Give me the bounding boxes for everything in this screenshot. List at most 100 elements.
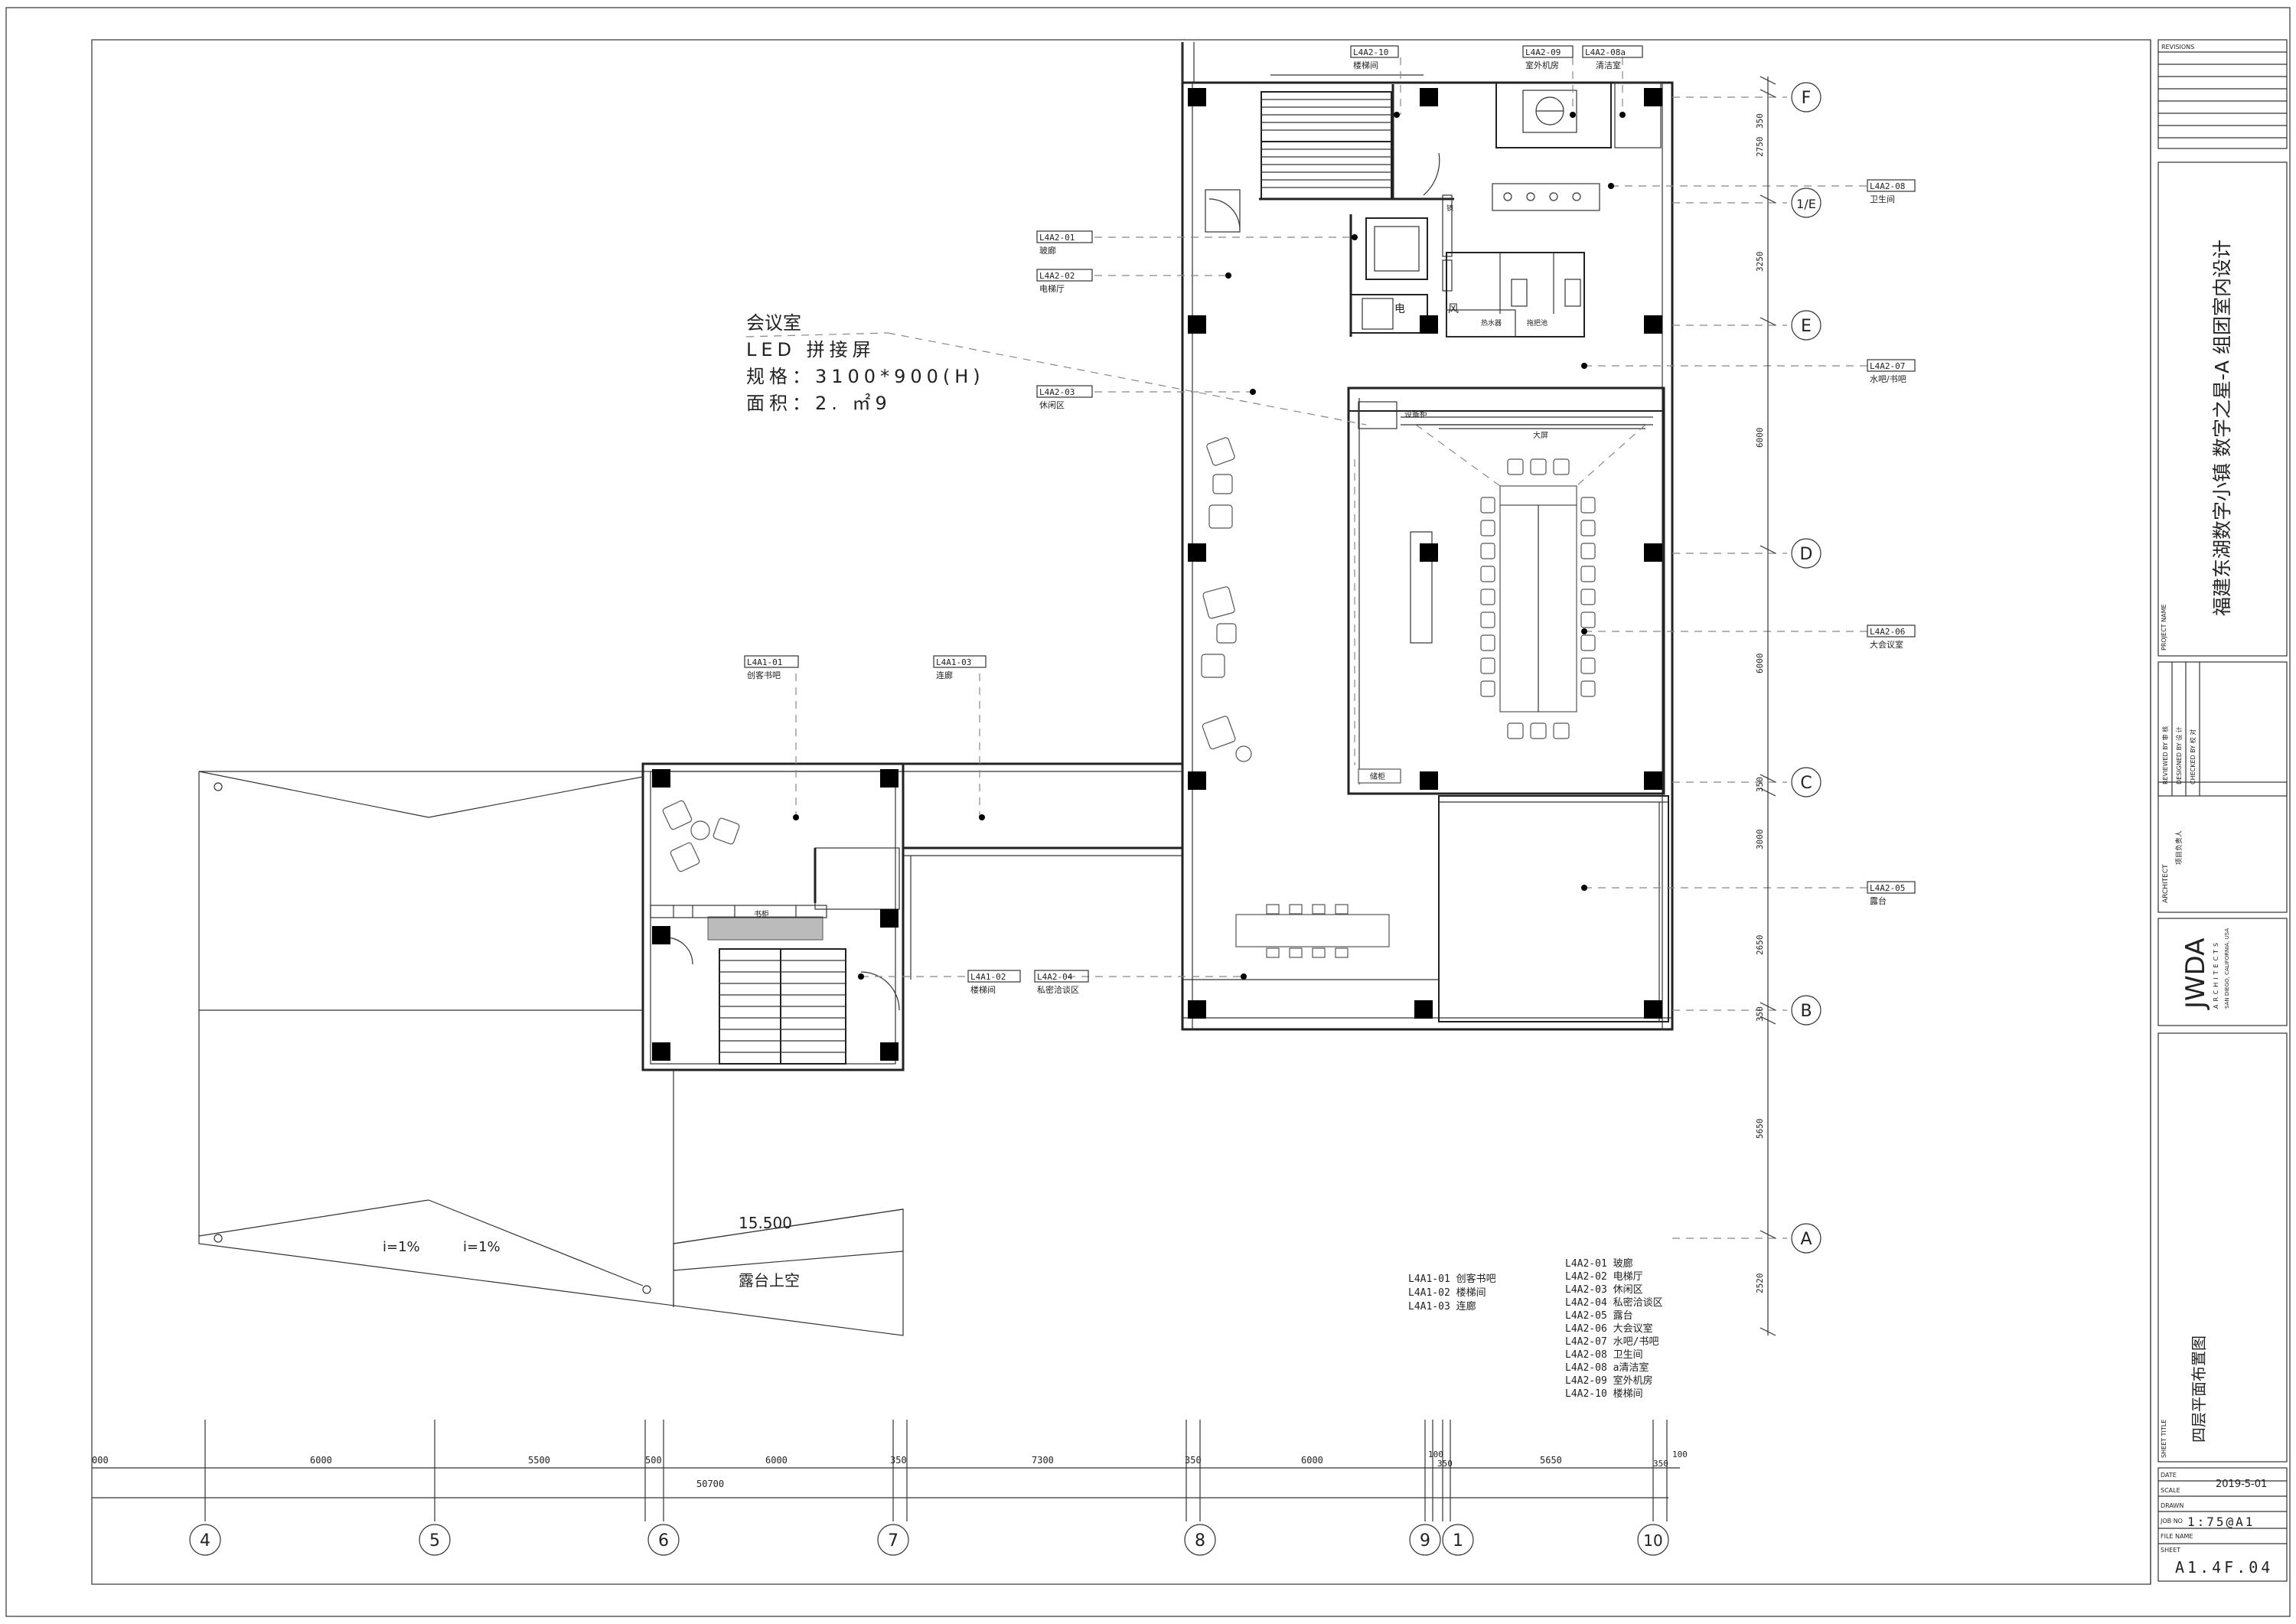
dimension-label: 7300	[1032, 1455, 1054, 1466]
drawn-label: DRAWN	[2161, 1502, 2183, 1509]
grid-bubble-label: 6	[658, 1531, 669, 1551]
grid-bubble-label: 4	[200, 1531, 210, 1551]
firm-location: SAN DIEGO, CALIFORNIA, USA	[2224, 928, 2230, 1009]
grid-bubble-label: C	[1800, 774, 1812, 793]
firm-subtitle: ARCHITECTS	[2213, 940, 2219, 1009]
legend-item: L4A2-06 大会议室	[1565, 1322, 1653, 1335]
grid-bubble: D	[1791, 538, 1821, 569]
room-tag-name: 卫生间	[1870, 194, 1895, 204]
legend-item: L4A2-01 玻廊	[1565, 1257, 1633, 1270]
tag-dots	[793, 112, 1626, 980]
legend-right: L4A2-01 玻廊 L4A2-02 电梯厅 L4A2-03 休闲区 L4A2-…	[1565, 1257, 1663, 1400]
room-tag-code: L4A2-03	[1039, 387, 1075, 397]
bottom-grid-bubbles: 4 5 6 7 8 9 1 10	[189, 1524, 1669, 1556]
annotation-line3: 面积：2. ㎡9	[746, 393, 892, 414]
room-tag-name: 大会议室	[1870, 639, 1903, 650]
grid-bubble-label: 8	[1195, 1531, 1205, 1551]
grid-bubble: E	[1791, 310, 1821, 341]
grid-bubble: F	[1791, 82, 1821, 113]
grid-bubble: A	[1791, 1223, 1821, 1254]
grid-bubble-label: E	[1801, 317, 1812, 336]
dimension-label: 6000	[1755, 428, 1765, 448]
architect-label: ARCHITECT	[2162, 864, 2170, 903]
dimension-label: 350	[1185, 1455, 1202, 1466]
grid-bubble-label: 10	[1643, 1531, 1662, 1550]
grid-bubble-label: 9	[1420, 1531, 1430, 1551]
room-tag: L4A1-03 连廊	[933, 655, 987, 680]
firm-logo-text: JWDA	[2180, 938, 2211, 1011]
grid-bubble: B	[1791, 995, 1821, 1026]
grid-bubble-label: 1	[1453, 1531, 1463, 1551]
screen-label: 大屏	[1533, 430, 1548, 440]
grid-bubble-label: B	[1800, 1002, 1812, 1021]
title-block-text: REVISIONS PROJECT NAME 福建东湖数字小镇 数字之星-A 组…	[2160, 44, 2273, 1577]
dimension-label: 000	[92, 1455, 109, 1466]
meeting-room-chairs	[1480, 458, 1596, 739]
plan-labels: 露台上空 15.500 i=1% i=1% 电 风 设备柜 大屏 储柜 书柜 拖…	[383, 204, 1548, 1290]
terrace-void-label: 露台上空	[739, 1271, 800, 1290]
dimension-label: 6000	[1755, 654, 1765, 674]
room-tag-name: 创客书吧	[747, 670, 781, 680]
equipment-label: 设备柜	[1404, 409, 1427, 419]
dimension-label: 6000	[310, 1455, 332, 1466]
west-block	[641, 762, 905, 1071]
grid-bubble: 1	[1442, 1524, 1474, 1556]
room-tag-code: L4A2-04	[1037, 972, 1073, 982]
main-building	[1181, 42, 1674, 1031]
grid-bubble: 1/E	[1791, 188, 1821, 218]
grid-bubble-label: 1/E	[1796, 197, 1816, 211]
room-tag-code: L4A2-02	[1039, 271, 1075, 281]
room-tag-name: 室外机房	[1525, 60, 1559, 70]
dimension-label: 3250	[1755, 252, 1765, 272]
room-tag: L4A2-08a 清洁室	[1582, 45, 1643, 70]
dimension-label: 350	[1755, 113, 1765, 129]
room-tag-name: 清洁室	[1596, 60, 1621, 70]
sheet-title-label: SHEET TITLE	[2161, 1420, 2167, 1458]
grid-bubble-label: D	[1800, 545, 1813, 564]
grid-bubble-label: 7	[888, 1531, 899, 1551]
dimension-label: 100	[1428, 1450, 1443, 1459]
date-value: 2019-5-01	[2216, 1479, 2267, 1490]
legend-item: L4A1-01 创客书吧	[1408, 1273, 1496, 1285]
room-tag-code: L4A2-01	[1039, 233, 1075, 243]
right-grid-bubbles: F 1/E E D C B A	[1791, 82, 1821, 1254]
room-tag-code: L4A2-07	[1870, 361, 1905, 371]
annotation-title: 会议室	[746, 312, 801, 334]
sheet-number: A1.4F.04	[2175, 1558, 2273, 1577]
grid-bubble: 8	[1184, 1524, 1216, 1556]
grid-bubble: 10	[1637, 1524, 1669, 1556]
structural-columns	[652, 88, 1662, 1061]
grid-bubble: C	[1791, 767, 1821, 797]
reviewed-by: REVIEWED BY 审 核	[2161, 726, 2169, 784]
mirror-label: 镜	[1446, 204, 1453, 213]
dimension-total: 50700	[696, 1479, 724, 1489]
room-tag-code: L4A1-01	[747, 657, 782, 667]
dimension-label: 350	[890, 1455, 907, 1466]
annotation-line2: 规格：3100*900(H)	[746, 366, 985, 387]
room-tag-name: 楼梯间	[1353, 60, 1378, 70]
dimension-label: 6000	[765, 1455, 788, 1466]
grid-bubble: 4	[189, 1524, 221, 1556]
room-tag-code: L4A2-08a	[1585, 47, 1626, 57]
room-tag-name: 连廊	[936, 670, 953, 680]
job-no-label: JOB NO	[2160, 1518, 2183, 1525]
sheet-label: SHEET	[2161, 1547, 2180, 1554]
legend-item: L4A1-02 楼梯间	[1408, 1287, 1486, 1299]
project-name: 福建东湖数字小镇 数字之星-A 组团室内设计	[2211, 240, 2233, 616]
date-label: DATE	[2161, 1472, 2177, 1479]
legend-item: L4A2-05 露台	[1565, 1310, 1633, 1322]
grid-bubble-label: F	[1802, 89, 1812, 108]
dimension-label: 100	[1672, 1450, 1688, 1459]
dimension-label: 5650	[1755, 1119, 1765, 1140]
architect-sub: 项目负责人	[2174, 830, 2183, 865]
room-tag-code: L4A1-03	[936, 657, 971, 667]
bottom-dimensions: 000 6000 5500 500 6000 350 7300 350 6000…	[92, 1450, 1688, 1489]
legend-item: L4A1-03 连廊	[1408, 1300, 1476, 1313]
